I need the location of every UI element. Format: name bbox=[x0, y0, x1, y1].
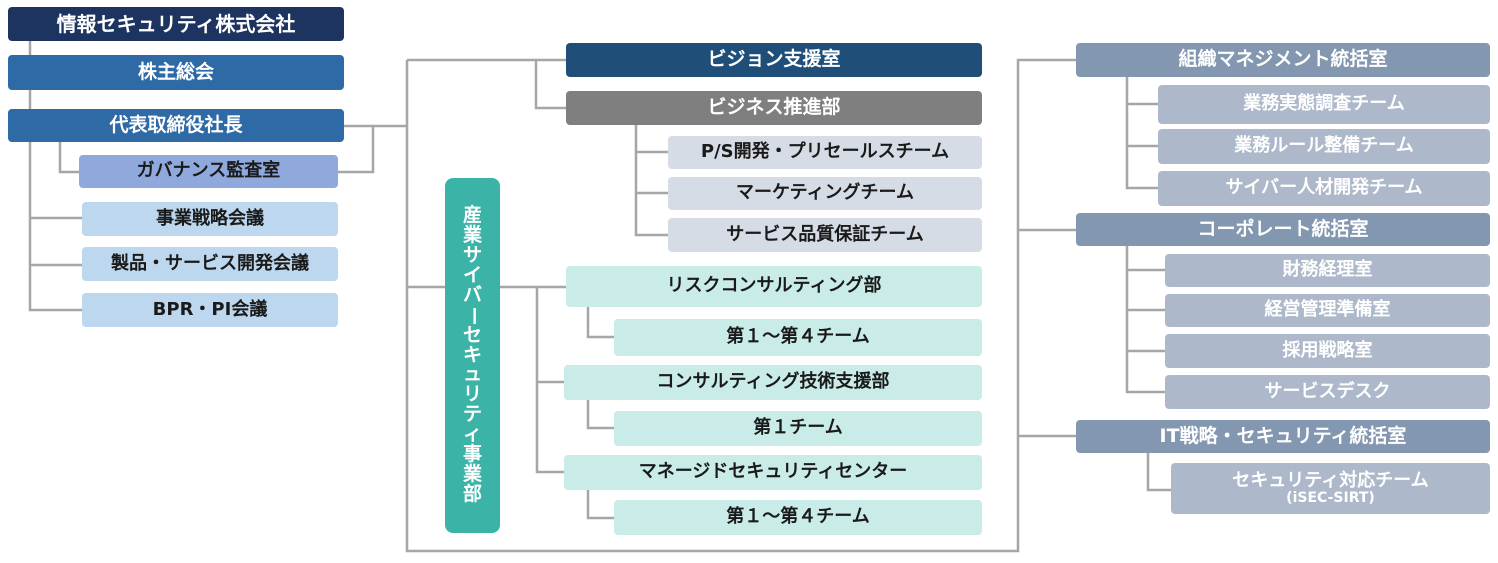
division-label-char: ー bbox=[462, 306, 485, 326]
corporate-team: 採用戦略室 bbox=[1165, 334, 1490, 368]
security-response-team-name: セキュリティ対応チーム bbox=[1232, 469, 1429, 491]
org-management-team: 業務実態調査チーム bbox=[1158, 85, 1490, 124]
bp-team: サービス品質保証チーム bbox=[668, 218, 982, 252]
org-management-team: 業務ルール整備チーム bbox=[1158, 129, 1490, 164]
org-management-office: 組織マネジメント統括室 bbox=[1076, 43, 1490, 77]
business-promotion-dept: ビジネス推進部 bbox=[566, 91, 982, 125]
division-label-char: 部 bbox=[462, 483, 482, 506]
tech-support-team: 第１チーム bbox=[614, 411, 982, 446]
industry-cyber-security-division: 産業サイバーセキュリティ事業部 bbox=[445, 178, 500, 533]
division-label-char: テ bbox=[462, 403, 482, 426]
division-label-char: 業 bbox=[462, 463, 482, 486]
ceo: 代表取締役社長 bbox=[8, 109, 344, 142]
division-label-char: ュ bbox=[462, 363, 482, 386]
corporate-office: コーポレート統括室 bbox=[1076, 213, 1490, 246]
risk-consulting-dept: リスクコンサルティング部 bbox=[566, 266, 982, 307]
vision-support-office: ビジョン支援室 bbox=[566, 43, 982, 77]
shareholders-meeting: 株主総会 bbox=[8, 55, 344, 90]
division-label-char: 業 bbox=[462, 223, 482, 246]
division-label-char: ィ bbox=[462, 423, 482, 446]
msc-teams: 第１～第４チーム bbox=[614, 500, 982, 535]
division-label-char: リ bbox=[462, 383, 482, 406]
security-response-team-abbr: (iSEC-SIRT) bbox=[1286, 489, 1375, 506]
company-name: 情報セキュリティ株式会社 bbox=[8, 7, 344, 41]
council-item: BPR・PI会議 bbox=[82, 293, 338, 327]
council-item: 事業戦略会議 bbox=[82, 202, 338, 236]
bp-team: マーケティングチーム bbox=[668, 177, 982, 210]
division-label-char: サ bbox=[462, 243, 482, 266]
security-response-team: セキュリティ対応チーム (iSEC-SIRT) bbox=[1171, 463, 1490, 514]
it-strategy-security-office: IT戦略・セキュリティ統括室 bbox=[1076, 420, 1490, 453]
risk-consulting-teams: 第１～第４チーム bbox=[614, 319, 982, 356]
bp-team: P/S開発・プリセールスチーム bbox=[668, 136, 982, 169]
division-label-char: セ bbox=[462, 323, 482, 346]
corporate-team: 財務経理室 bbox=[1165, 254, 1490, 287]
division-label-char: イ bbox=[462, 263, 482, 286]
consulting-tech-support-dept: コンサルティング技術支援部 bbox=[564, 365, 982, 400]
council-item: 製品・サービス開発会議 bbox=[82, 247, 338, 281]
division-label-char: キ bbox=[462, 343, 482, 366]
governance-audit-office: ガバナンス監査室 bbox=[79, 155, 338, 188]
managed-security-center: マネージドセキュリティセンター bbox=[564, 455, 982, 490]
division-label-char: バ bbox=[462, 283, 482, 306]
corporate-team: 経営管理準備室 bbox=[1165, 294, 1490, 327]
corporate-team: サービスデスク bbox=[1165, 375, 1490, 409]
org-management-team: サイバー人材開発チーム bbox=[1158, 171, 1490, 206]
division-label-char: 事 bbox=[462, 443, 482, 466]
division-label-char: 産 bbox=[462, 203, 482, 226]
